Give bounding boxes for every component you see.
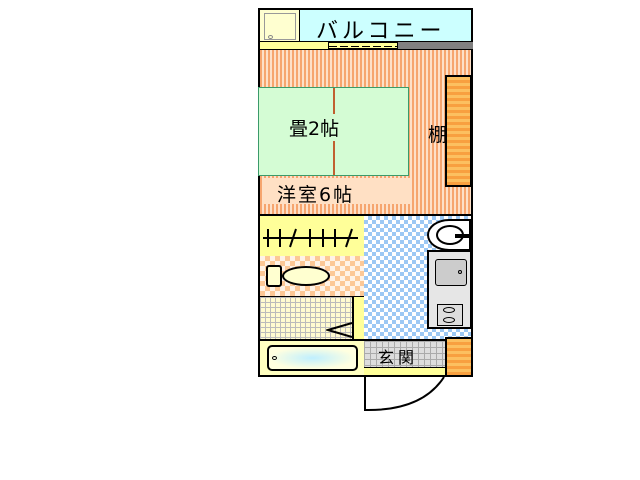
outdoor-unit [258, 8, 301, 43]
balcony: バルコニー [300, 8, 473, 44]
closet [258, 214, 366, 258]
entrance-door-swing-icon [364, 375, 445, 412]
bathtub-icon [267, 345, 358, 371]
entrance-step [364, 368, 446, 377]
toilet-bowl-icon [282, 266, 330, 286]
western-room-label-bg [262, 178, 410, 204]
hanger-rail-icon [263, 228, 358, 248]
washroom [258, 297, 366, 341]
toilet-tank-icon [266, 265, 282, 287]
kitchen-sink-basin-icon [435, 259, 467, 286]
shoe-cabinet [445, 337, 473, 377]
door-swing-icon [326, 322, 353, 338]
shelf [445, 75, 472, 187]
western-room-label: 洋室6帖 [277, 184, 355, 206]
toilet-room [258, 256, 366, 298]
balcony-label: バルコニー [316, 19, 446, 44]
stove-icon [437, 304, 463, 326]
sink-icon [427, 219, 473, 251]
tatami-label: 畳2帖 [289, 114, 340, 141]
bathroom [258, 339, 366, 377]
shelf-label: 棚 [428, 124, 448, 146]
kitchen-counter [427, 250, 472, 329]
entrance: 玄関 [364, 339, 446, 369]
entrance-label: 玄関 [378, 348, 419, 367]
